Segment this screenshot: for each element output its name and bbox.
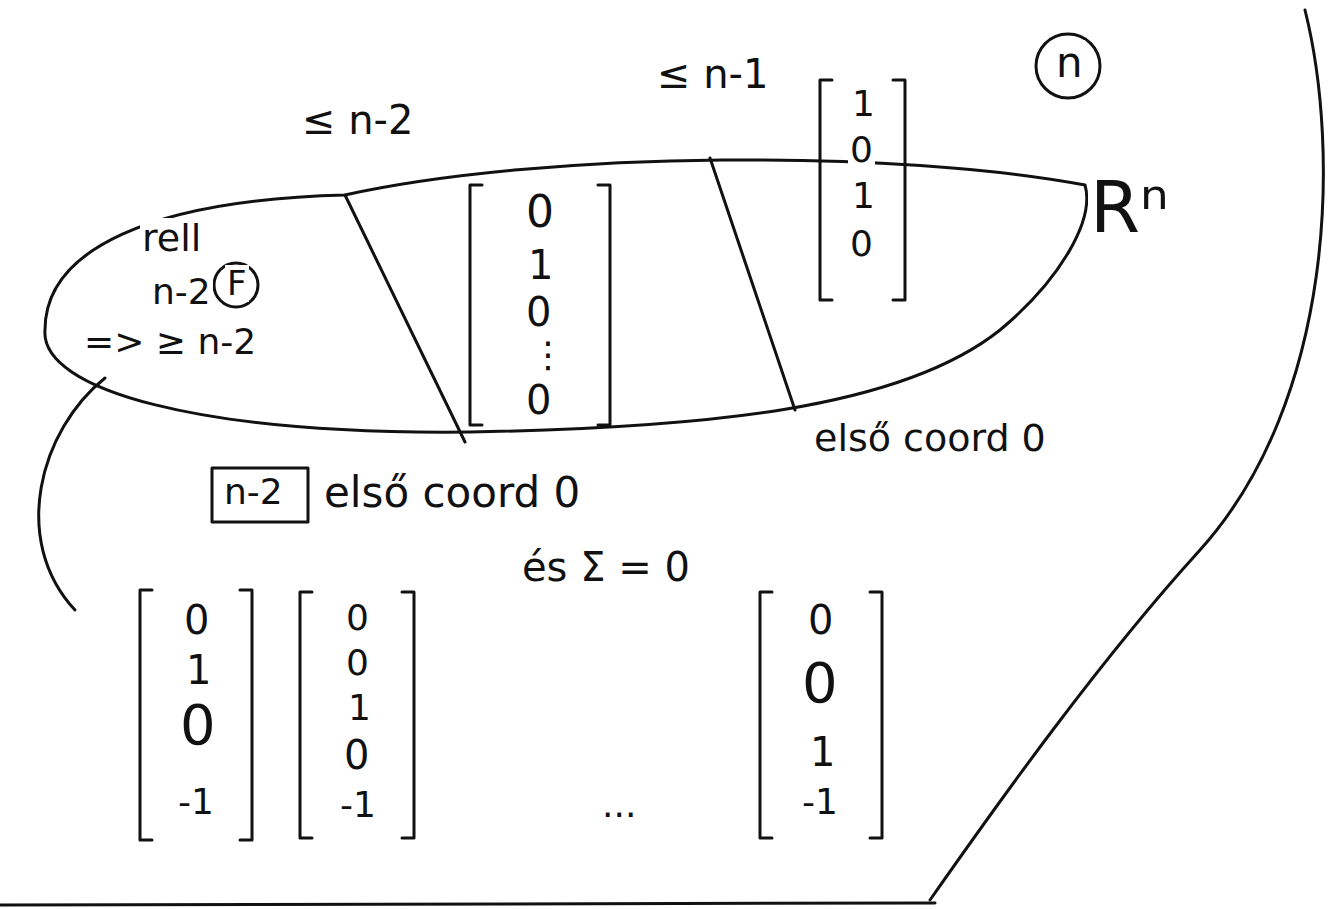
note-label: 0 bbox=[178, 694, 218, 756]
note-label: és Σ = 0 bbox=[520, 545, 692, 589]
note-label: ≤ n-1 bbox=[655, 52, 770, 96]
vector-bracket bbox=[470, 185, 610, 425]
region-text: 0 bbox=[524, 290, 553, 334]
note-label: első coord 0 bbox=[322, 470, 582, 516]
vector-bracket bbox=[820, 80, 905, 300]
region-text: n-2 bbox=[150, 272, 213, 312]
region-text: 0 bbox=[848, 224, 875, 264]
region-text: F bbox=[225, 265, 249, 302]
note-label: 0 bbox=[344, 643, 371, 683]
note-label: -1 bbox=[338, 785, 378, 825]
vector-bracket bbox=[760, 592, 882, 838]
sub-region: 1 0 1 0 bbox=[815, 75, 915, 315]
note-label: ... bbox=[600, 785, 638, 825]
circle-mark bbox=[1036, 34, 1100, 98]
box-mark bbox=[212, 468, 308, 522]
region-text: ⋮ bbox=[528, 335, 568, 375]
note-label: ≤ n-2 bbox=[300, 98, 415, 142]
leader-curve bbox=[39, 378, 105, 610]
note-label: 1 bbox=[808, 730, 837, 774]
region-text: 0 bbox=[848, 130, 875, 170]
region-text: Rⁿ bbox=[1088, 168, 1171, 247]
sub-region: rell n-2 F => ≥ n-2 bbox=[55, 205, 355, 380]
sub-region: 010⋮0 bbox=[470, 180, 610, 440]
region-text: 1 bbox=[850, 84, 877, 124]
set-oval bbox=[45, 160, 1087, 432]
region-text: rell bbox=[140, 218, 203, 260]
region-divider bbox=[710, 158, 795, 410]
region-text: 0 bbox=[524, 188, 556, 236]
region-text: 0 bbox=[524, 378, 553, 422]
note-label: 0 bbox=[342, 733, 371, 777]
region-text: => ≥ n-2 bbox=[82, 322, 258, 362]
set-region: Rⁿrelln-2F=> ≥ n-2010⋮01010 bbox=[40, 60, 1200, 450]
region-divider bbox=[345, 195, 465, 442]
circle-mark bbox=[214, 263, 258, 307]
region-text: 1 bbox=[526, 243, 555, 287]
vector-bracket bbox=[300, 592, 414, 838]
note-label: első coord 0 bbox=[812, 418, 1048, 460]
note-label: -1 bbox=[800, 782, 840, 822]
note-label: 0 bbox=[806, 598, 835, 642]
note-label: 1 bbox=[184, 648, 213, 692]
note-label: 0 bbox=[800, 652, 840, 714]
note-label: 0 bbox=[344, 598, 371, 638]
base-line bbox=[0, 903, 935, 905]
note-label: 0 bbox=[182, 598, 211, 642]
note-label: n bbox=[1054, 40, 1085, 86]
vector-bracket bbox=[140, 590, 252, 840]
region-text: 1 bbox=[850, 176, 877, 216]
note-label: 1 bbox=[346, 688, 373, 728]
note-label: n-2 bbox=[222, 472, 285, 512]
note-label: -1 bbox=[176, 782, 216, 822]
